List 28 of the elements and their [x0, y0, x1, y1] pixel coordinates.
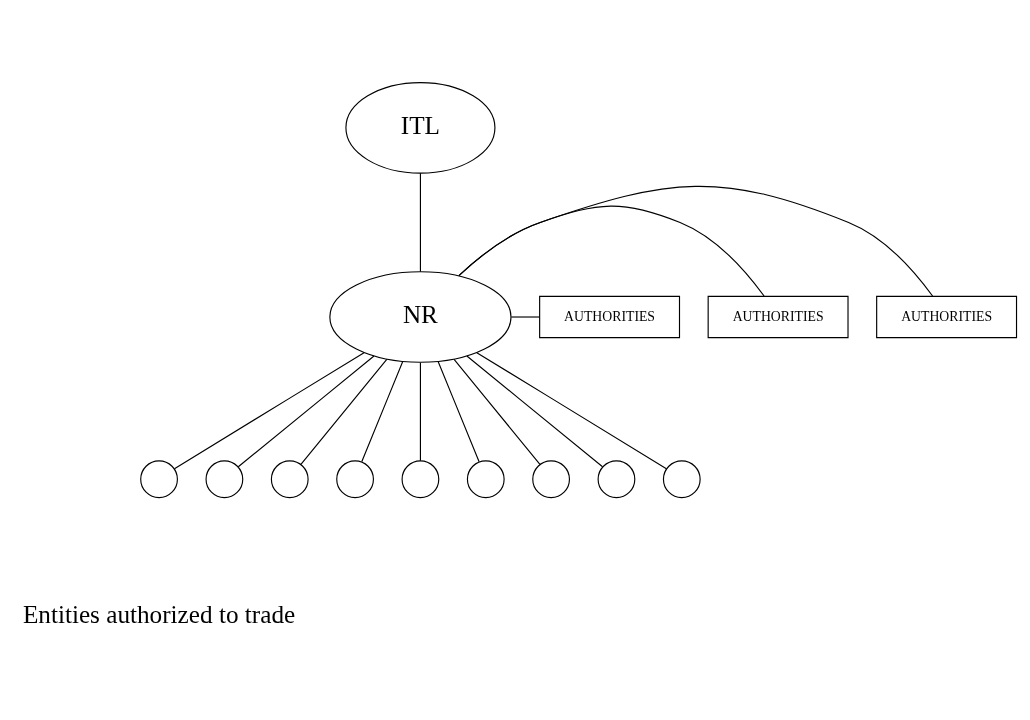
node-ellipse: NR: [329, 271, 512, 363]
node-circle: [140, 460, 178, 499]
node-ellipse: ITL: [345, 82, 496, 174]
node-circle: [401, 460, 440, 499]
connector: [437, 360, 480, 463]
node-circle: [662, 460, 701, 499]
connector: [510, 316, 540, 318]
connector: [458, 205, 765, 297]
connector: [453, 358, 541, 465]
connector: [458, 185, 934, 297]
connector: [237, 355, 375, 468]
node-circle: [270, 460, 309, 499]
connector: [173, 352, 365, 470]
label: Entities authorized to trade: [22, 601, 296, 629]
node-box: AUTHORITIES: [876, 295, 1018, 339]
connector: [419, 172, 421, 273]
node-circle: [336, 460, 374, 499]
connector: [361, 360, 404, 463]
connector: [300, 358, 388, 465]
node-circle: [205, 460, 244, 499]
node-circle: [597, 460, 636, 499]
connector: [466, 355, 604, 468]
node-box: AUTHORITIES: [539, 295, 681, 339]
node-circle: [466, 460, 505, 499]
node-box: AUTHORITIES: [707, 295, 849, 339]
node-circle: [532, 460, 571, 499]
connector: [476, 352, 667, 470]
connector: [419, 362, 421, 462]
